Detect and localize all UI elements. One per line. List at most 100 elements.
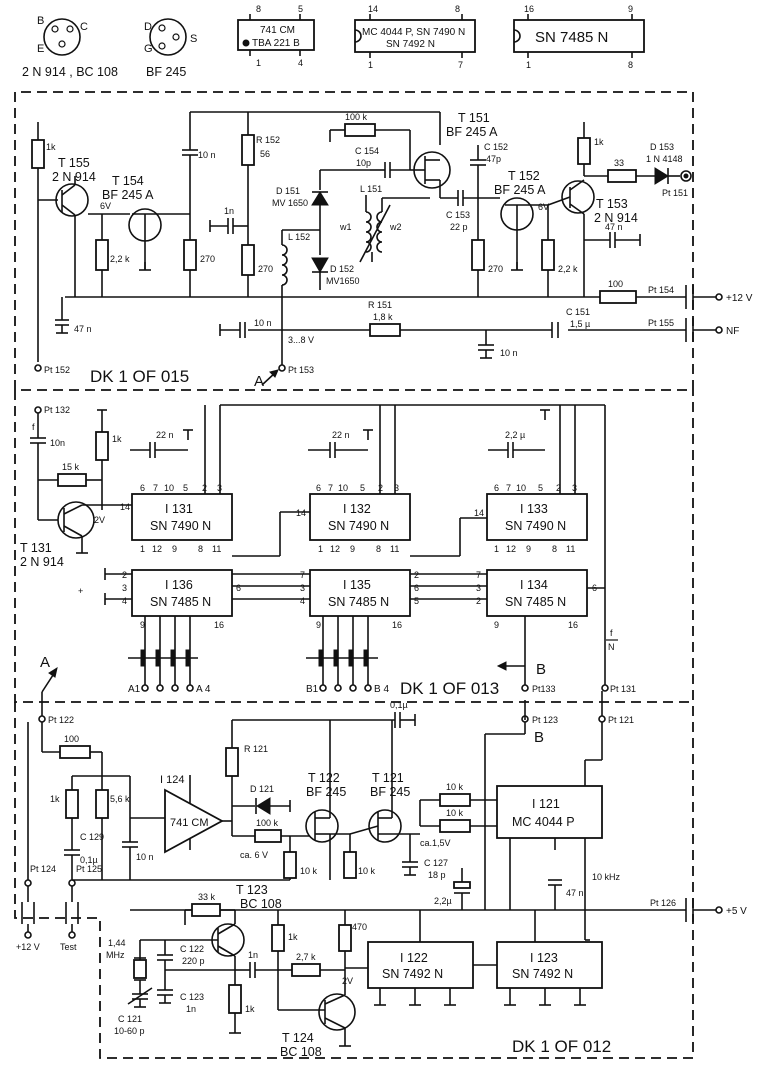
svg-text:B: B: [536, 661, 546, 678]
dip8-pinout-icon: 8 5 1 4 741 CM TBA 221 B: [237, 4, 315, 68]
board-title-dk012: DK 1 OF 012: [512, 1037, 611, 1056]
svg-text:8: 8: [628, 60, 633, 70]
pin-b-label: B: [37, 15, 44, 27]
svg-text:B1: B1: [306, 684, 319, 695]
svg-text:C 152: C 152: [484, 142, 508, 152]
svg-text:1k: 1k: [46, 142, 56, 152]
svg-text:9: 9: [628, 4, 633, 14]
svg-text:47 n: 47 n: [566, 888, 584, 898]
svg-text:MHz: MHz: [106, 950, 125, 960]
svg-text:T 121: T 121: [372, 771, 404, 785]
svg-text:A 4: A 4: [196, 684, 211, 695]
svg-text:A: A: [40, 654, 50, 671]
svg-text:7: 7: [476, 570, 481, 580]
svg-text:0,1µ: 0,1µ: [390, 700, 408, 710]
svg-text:18 p: 18 p: [428, 870, 446, 880]
svg-text:2 N 914: 2 N 914: [20, 555, 64, 569]
transistor-t122: T 122 BF 245: [305, 720, 346, 880]
svg-text:16: 16: [524, 4, 534, 14]
svg-text:6: 6: [494, 483, 499, 493]
svg-text:w2: w2: [389, 222, 402, 232]
svg-text:33: 33: [614, 158, 624, 168]
svg-text:R 151: R 151: [368, 300, 392, 310]
board-outlines: [14, 91, 694, 1059]
svg-text:2: 2: [122, 570, 127, 580]
svg-text:220 p: 220 p: [182, 956, 205, 966]
feedthrough-test: Test: [60, 902, 79, 952]
svg-text:5: 5: [298, 4, 303, 14]
svg-text:8: 8: [376, 544, 381, 554]
svg-text:1: 1: [494, 544, 499, 554]
transistor-t124: T 124 BC 108: [278, 993, 356, 1059]
svg-text:+: +: [78, 586, 83, 596]
pinout-legend: B C E 2 N 914 , BC 108 D S G BF 245 8 5 …: [22, 4, 645, 79]
diode-d121: D 121: [232, 784, 291, 815]
svg-text:+12 V: +12 V: [726, 293, 753, 304]
pin-s-label: S: [190, 33, 197, 45]
fet-pinout-label: BF 245: [146, 65, 186, 79]
svg-text:Pt 125: Pt 125: [76, 864, 102, 874]
svg-text:7: 7: [458, 60, 463, 70]
svg-text:BC 108: BC 108: [240, 897, 282, 911]
svg-text:D 153: D 153: [650, 142, 674, 152]
svg-text:B: B: [534, 729, 544, 746]
svg-text:2 N 914: 2 N 914: [52, 170, 96, 184]
transistor-t154: T 154 BF 245 A 6V: [88, 174, 162, 271]
ic-i132: I 132 SN 7490 N 14 6 7 10 5 2 3 1 12 9 8…: [296, 483, 411, 554]
board-title-dk015: DK 1 OF 015: [90, 367, 189, 386]
svg-text:8: 8: [552, 544, 557, 554]
svg-text:Pt 152: Pt 152: [44, 365, 70, 375]
svg-text:BF 245 A: BF 245 A: [446, 125, 498, 139]
fet-pinout-icon: D S G BF 245: [144, 18, 197, 79]
svg-text:MV 1650: MV 1650: [272, 198, 308, 208]
svg-text:7: 7: [300, 570, 305, 580]
svg-text:1,5 µ: 1,5 µ: [570, 319, 590, 329]
svg-text:BF 245 A: BF 245 A: [102, 188, 154, 202]
svg-text:47 n: 47 n: [74, 324, 92, 334]
svg-text:100 k: 100 k: [256, 818, 279, 828]
svg-text:SN 7490 N: SN 7490 N: [328, 519, 389, 533]
transistor-t151: T 151 BF 245 A: [410, 111, 498, 198]
svg-text:MV1650: MV1650: [326, 276, 360, 286]
svg-text:12: 12: [152, 544, 162, 554]
feedthrough-5v: Pt 126 +5 V: [650, 898, 747, 922]
svg-text:Pt133: Pt133: [532, 684, 556, 694]
to18-pinout-icon: B C E 2 N 914 , BC 108: [22, 15, 118, 79]
dip8-line2: TBA 221 B: [252, 38, 300, 49]
svg-text:5: 5: [538, 483, 543, 493]
svg-text:SN 7485 N: SN 7485 N: [505, 595, 566, 609]
dip16-label: SN 7485 N: [535, 29, 608, 46]
svg-text:100: 100: [608, 279, 623, 289]
board-title-dk013: DK 1 OF 013: [400, 679, 499, 698]
svg-text:1,8 k: 1,8 k: [373, 312, 393, 322]
svg-text:5: 5: [360, 483, 365, 493]
svg-text:Test: Test: [60, 942, 77, 952]
svg-text:2,2 k: 2,2 k: [110, 254, 130, 264]
svg-text:T 123: T 123: [236, 883, 268, 897]
svg-text:14: 14: [474, 508, 484, 518]
svg-text:D 121: D 121: [250, 784, 274, 794]
svg-text:5: 5: [183, 483, 188, 493]
svg-text:4: 4: [298, 58, 303, 68]
svg-text:11: 11: [212, 544, 221, 554]
svg-text:2,2 µ: 2,2 µ: [505, 430, 525, 440]
svg-text:10: 10: [164, 483, 174, 493]
svg-text:9: 9: [350, 544, 355, 554]
svg-text:C 154: C 154: [355, 146, 379, 156]
svg-text:Pt 151: Pt 151: [662, 188, 688, 198]
svg-text:10: 10: [338, 483, 348, 493]
svg-text:16: 16: [568, 620, 578, 630]
svg-text:D 151: D 151: [276, 186, 300, 196]
svg-text:6: 6: [316, 483, 321, 493]
svg-text:47 n: 47 n: [605, 222, 623, 232]
svg-text:SN 7490 N: SN 7490 N: [150, 519, 211, 533]
svg-text:NF: NF: [726, 326, 739, 337]
transistor-t123: T 123 BC 108: [185, 883, 282, 985]
svg-text:Pt 123: Pt 123: [532, 715, 558, 725]
svg-text:22 n: 22 n: [332, 430, 350, 440]
svg-text:6: 6: [140, 483, 145, 493]
svg-text:10 k: 10 k: [446, 782, 464, 792]
svg-text:8: 8: [256, 4, 261, 14]
transistor-pinout-label: 2 N 914 , BC 108: [22, 65, 118, 79]
svg-text:C 129: C 129: [80, 832, 104, 842]
